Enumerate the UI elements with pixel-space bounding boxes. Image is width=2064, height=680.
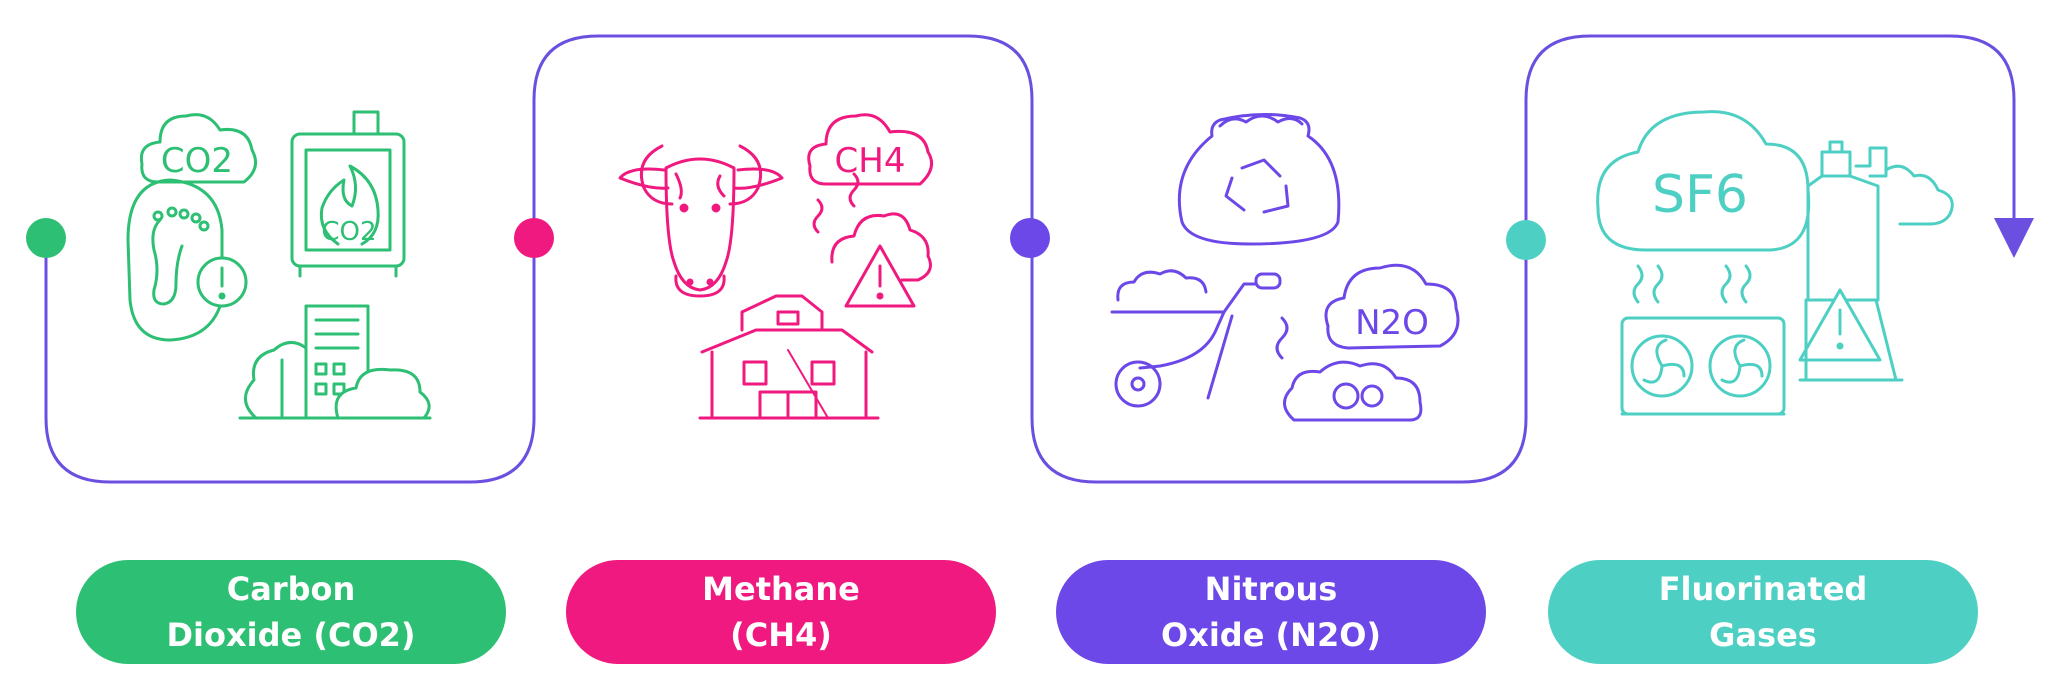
co2-fire-container-icon: CO2 [290,110,406,278]
barn-icon [698,294,880,420]
label-ch4-line1: Methane [702,570,860,608]
co2-cloud-text: CO2 [161,141,233,181]
dot-ch4 [514,218,554,258]
air-conditioner-icon [1620,264,1786,416]
label-n2o-line1: Nitrous [1204,570,1338,608]
label-co2: Carbon Dioxide (CO2) [76,560,506,664]
label-fgas: Fluorinated Gases [1548,560,1978,664]
warning-cloud-icon [830,212,932,308]
label-ch4-line2: (CH4) [730,616,832,654]
label-fgas-line2: Gases [1709,616,1817,654]
sf6-cloud-text: SF6 [1652,165,1748,225]
factory-smoke-icon [238,304,432,420]
label-fgas-line1: Fluorinated [1658,570,1868,608]
dot-co2 [26,218,66,258]
smoke-cloud-icon [1275,316,1423,422]
dot-fgas [1506,220,1546,260]
sf6-cloud-icon: SF6 [1596,110,1811,252]
ch4-cloud-text: CH4 [835,141,906,181]
flow-connector [44,34,2016,484]
n2o-cloud-text: N2O [1355,303,1429,343]
label-ch4: Methane (CH4) [566,560,996,664]
dot-n2o [1010,218,1050,258]
label-co2-line2: Dioxide (CO2) [166,616,416,654]
ch4-cloud-icon: CH4 [807,113,934,234]
cow-icon [618,144,784,298]
label-co2-line1: Carbon [226,570,356,608]
fertilizer-bag-icon [1177,112,1341,246]
label-n2o-line2: Oxide (N2O) [1160,616,1382,654]
label-n2o: Nitrous Oxide (N2O) [1056,560,1486,664]
n2o-cloud-icon: N2O [1324,263,1460,350]
footprint-icon [126,178,248,342]
co2-container-text: CO2 [321,217,376,247]
co2-cloud-icon: CO2 [139,113,258,184]
wheelbarrow-icon [1110,269,1282,408]
chimney-warning-icon [1798,140,1954,382]
flow-arrowhead [1994,218,2034,258]
